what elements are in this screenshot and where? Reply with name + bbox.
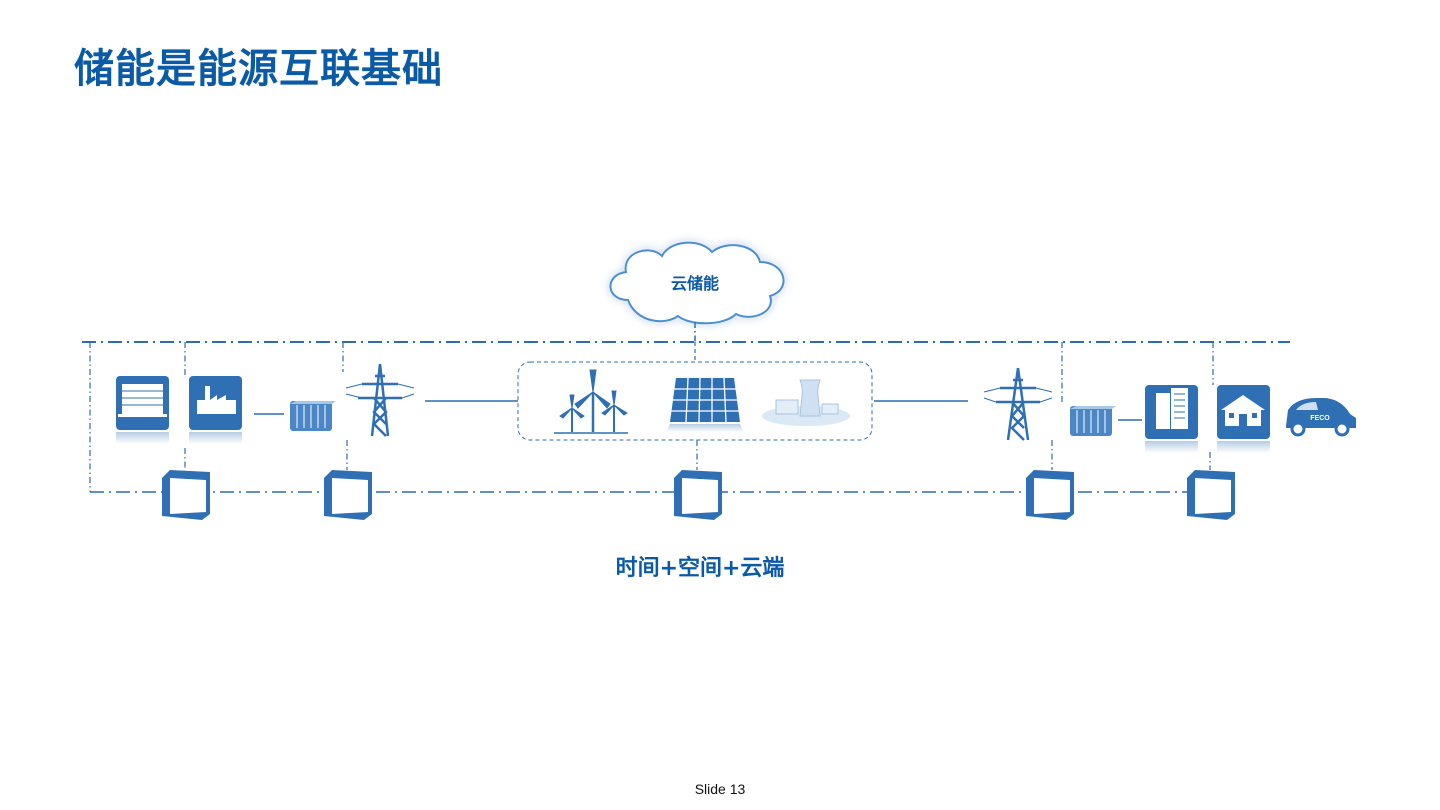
office-building-icon xyxy=(1145,385,1198,453)
battery-cabinet-icon xyxy=(324,470,372,520)
factory-icon xyxy=(189,376,242,444)
container-storage-icon xyxy=(290,401,336,431)
house-icon xyxy=(1217,385,1270,453)
container-storage-icon xyxy=(1070,406,1116,436)
diagram-caption: 时间+空间+云端 xyxy=(615,556,785,581)
vertical-connectors xyxy=(89,342,1214,492)
car-badge-text: FECO xyxy=(1310,415,1330,422)
building-icon xyxy=(116,376,169,444)
cloud-storage-label: 云储能 xyxy=(670,274,719,293)
battery-cabinet-icon xyxy=(162,470,210,520)
slide-title: 储能是能源互联基础 xyxy=(74,46,443,92)
slide-number: Slide 13 xyxy=(694,781,746,797)
power-tower-icon xyxy=(345,363,415,437)
solid-connectors xyxy=(254,400,1142,421)
nuclear-plant-icon xyxy=(762,379,850,426)
solar-panel-icon xyxy=(666,377,744,432)
cloud-icon xyxy=(609,241,785,325)
battery-cabinet-icon xyxy=(674,470,722,520)
electric-car-icon: FECO xyxy=(1286,398,1356,437)
battery-cabinet-icon xyxy=(1026,470,1074,520)
generation-group-box xyxy=(517,361,873,441)
power-tower-icon xyxy=(983,367,1053,441)
battery-cabinet-icon xyxy=(1187,470,1235,520)
wind-turbine-icon xyxy=(554,369,628,434)
